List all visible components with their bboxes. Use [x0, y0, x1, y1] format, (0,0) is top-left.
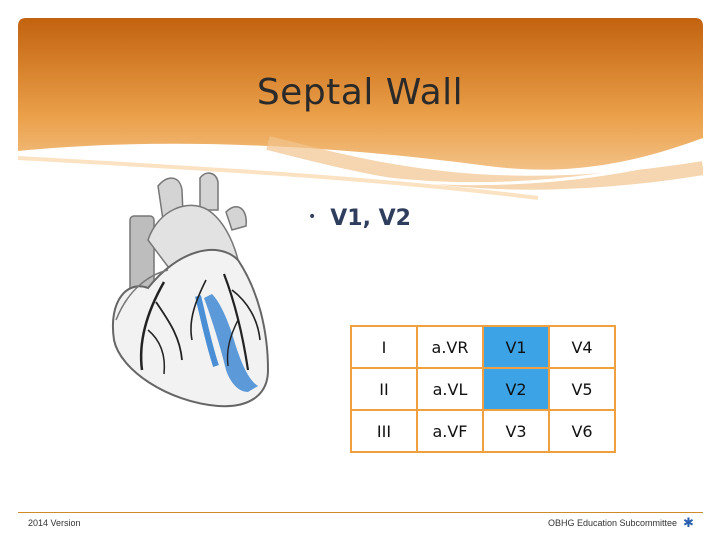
footer-divider: [18, 512, 703, 513]
lead-cell: a.VF: [416, 409, 484, 453]
star-of-life-icon: ✱: [683, 515, 694, 530]
lead-cell: II: [350, 367, 418, 411]
bullet-text: V1, V2: [330, 206, 411, 231]
footer-organization: OBHG Education Subcommittee: [548, 518, 678, 528]
lead-cell: III: [350, 409, 418, 453]
lead-cell: I: [350, 325, 418, 369]
lead-cell: V6: [548, 409, 616, 453]
lead-cell: a.VR: [416, 325, 484, 369]
lead-cell: V3: [482, 409, 550, 453]
lead-cell: V2: [482, 367, 550, 411]
heart-illustration: [111, 172, 270, 408]
lead-cell: V4: [548, 325, 616, 369]
lead-cell: V1: [482, 325, 550, 369]
lead-cell: a.VL: [416, 367, 484, 411]
footer-version: 2014 Version: [28, 518, 81, 528]
slide-title: Septal Wall: [256, 72, 464, 113]
bullet-dot: •: [308, 209, 317, 225]
bullet-item: • V1, V2: [308, 206, 411, 231]
header-banner: [18, 18, 703, 208]
lead-cell: V5: [548, 367, 616, 411]
